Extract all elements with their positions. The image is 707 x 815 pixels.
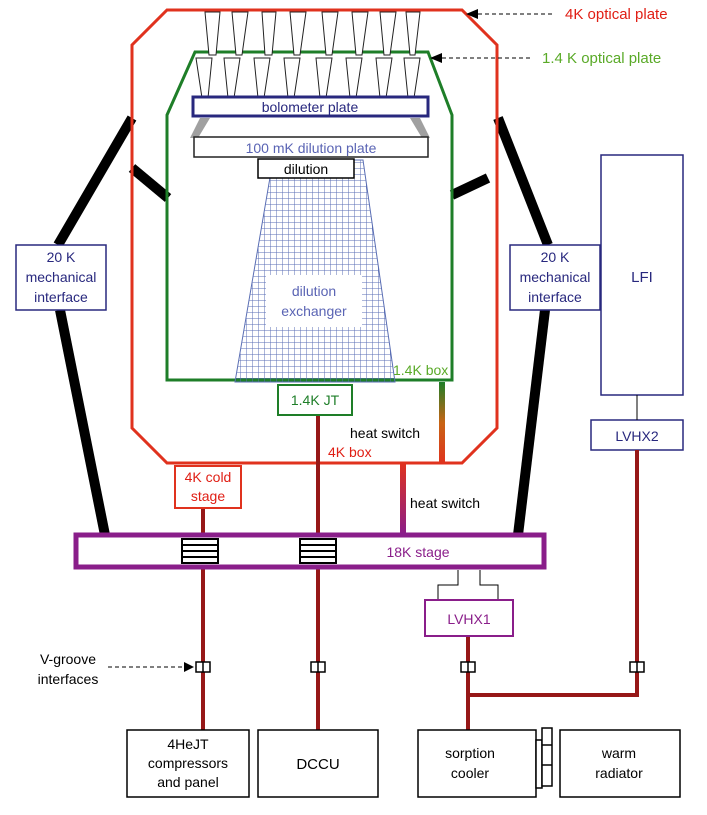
lfi-box <box>600 154 684 396</box>
compressors-box <box>126 729 250 798</box>
dilution-exchanger-label-bg <box>266 275 362 327</box>
label-dilution-plate: 100 mK dilution plate <box>246 140 377 156</box>
label-bolometer-plate: bolometer plate <box>262 99 359 115</box>
label-mech-left-3: interface <box>34 289 88 305</box>
label-compressors-3: and panel <box>157 774 219 790</box>
label-warm-1: warm <box>601 745 636 761</box>
label-vgroove-1: V-groove <box>40 651 96 667</box>
label-sorption-1: sorption <box>445 745 495 761</box>
strut-left-inner <box>128 164 172 202</box>
sorption-radiator-connector <box>535 727 553 789</box>
strut-left-lower <box>55 309 110 536</box>
arrow-vgroove <box>108 662 194 672</box>
bolometer-plate <box>191 95 430 118</box>
label-1-4k-box: 1.4K box <box>393 362 448 378</box>
dilution-plate <box>193 136 429 158</box>
heat-switch-upper-link <box>439 382 445 464</box>
sorption-cooler-box <box>417 729 537 798</box>
strut-right-inner <box>449 173 491 200</box>
vgroove-interface-1 <box>195 661 211 673</box>
lvhx1-link-right <box>479 570 499 600</box>
dilution-exchanger <box>234 159 396 383</box>
label-mech-right-3: interface <box>528 289 582 305</box>
strut-right-upper <box>493 116 553 247</box>
cold-stage-4k-box <box>174 465 242 509</box>
label-mech-right-2: mechanical <box>520 269 591 285</box>
label-4k-box: 4K box <box>328 444 372 460</box>
support-left <box>190 118 210 138</box>
lvhx1-link-left <box>437 570 459 600</box>
label-compressors-2: compressors <box>148 755 228 771</box>
label-dccu: DCCU <box>296 756 339 773</box>
exchanger-block-left <box>181 538 219 564</box>
warm-radiator-box <box>559 729 681 798</box>
vgroove-interface-4 <box>629 661 645 673</box>
vgroove-interface-3 <box>460 661 476 673</box>
box-1-4k <box>165 50 454 382</box>
label-cold-stage-2: stage <box>191 488 225 504</box>
strut-left-upper <box>53 115 137 248</box>
mech-interface-left <box>15 244 107 311</box>
exchanger-block-right <box>299 538 337 564</box>
label-dilution: dilution <box>284 161 328 177</box>
heat-switch-lower-link <box>400 463 406 535</box>
label-1-4k-optical-plate: 1.4 K optical plate <box>542 50 661 67</box>
label-18k-stage: 18K stage <box>386 544 449 560</box>
label-lfi: LFI <box>631 269 653 286</box>
lvhx1-box <box>424 599 514 637</box>
mech-interface-right <box>509 244 601 311</box>
label-4k-optical-plate: 4K optical plate <box>565 6 668 23</box>
label-compressors-1: 4HeJT <box>167 736 209 752</box>
support-right <box>410 118 430 138</box>
box-4k <box>130 8 499 465</box>
label-dilution-exchanger-1: dilution <box>292 283 336 299</box>
label-vgroove-2: interfaces <box>38 671 99 687</box>
feedhorn-array <box>195 11 421 99</box>
vgroove-interface-2 <box>310 661 326 673</box>
dccu-box <box>257 729 379 798</box>
label-mech-left-2: mechanical <box>26 269 97 285</box>
label-sorption-2: cooler <box>451 765 489 781</box>
dilution-box <box>257 158 355 179</box>
label-mech-right-1: 20 K <box>541 249 570 265</box>
label-dilution-exchanger-2: exchanger <box>281 303 347 319</box>
label-1-4k-jt: 1.4K JT <box>291 392 340 408</box>
lvhx2-box <box>590 419 684 451</box>
label-lvhx2: LVHX2 <box>615 428 659 444</box>
strut-right-lower <box>513 309 550 536</box>
label-cold-stage-1: 4K cold <box>185 469 232 485</box>
label-warm-2: radiator <box>595 765 643 781</box>
arrow-1-4k-optical <box>430 53 530 63</box>
label-mech-left-1: 20 K <box>47 249 76 265</box>
label-heat-switch-upper: heat switch <box>350 425 420 441</box>
label-heat-switch-lower: heat switch <box>410 495 480 511</box>
label-lvhx1: LVHX1 <box>447 611 491 627</box>
arrow-4k-optical <box>466 9 555 19</box>
jt-1-4k-box <box>277 384 353 416</box>
